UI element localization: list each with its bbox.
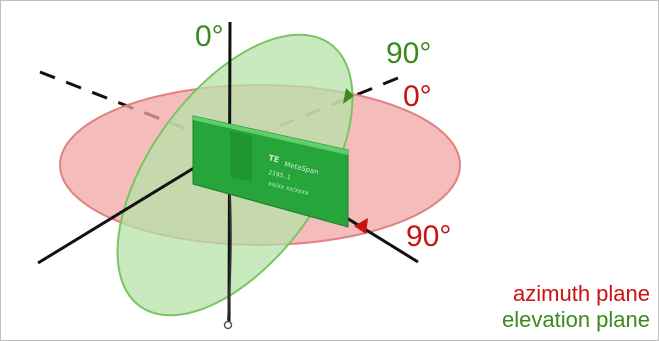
connector-icon bbox=[223, 320, 233, 330]
azimuth-zero-label: 0° bbox=[403, 80, 432, 113]
elevation-ninety-label: 90° bbox=[386, 37, 431, 70]
elevation-zero-label: 0° bbox=[195, 20, 224, 53]
pcb-antenna: TE MetaSpan 2195..1 xx/xx xx/xxxx bbox=[192, 115, 349, 228]
azimuth-ninety-label: 90° bbox=[406, 220, 451, 253]
legend-elevation: elevation plane bbox=[502, 307, 650, 332]
legend-azimuth: azimuth plane bbox=[513, 281, 650, 306]
arrow-icon bbox=[343, 88, 354, 104]
arrow-icon bbox=[354, 218, 368, 234]
pcb-brand-label: TE bbox=[268, 153, 281, 164]
